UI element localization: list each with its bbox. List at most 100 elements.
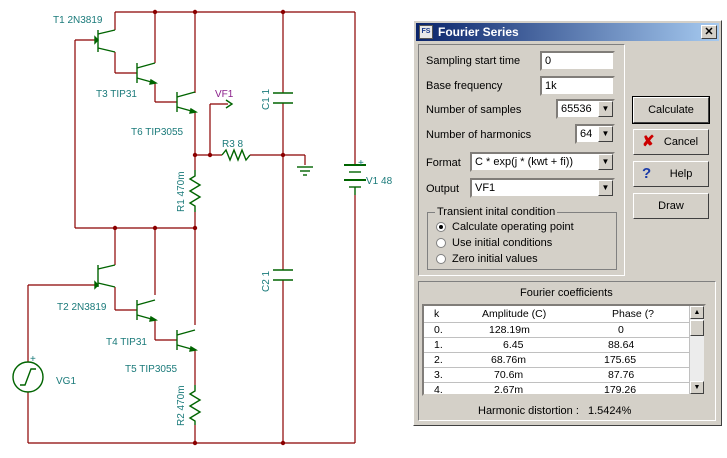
table-row[interactable]: 4. 2.67m 179.26 [424,382,690,398]
cell-phase: 175.65 [604,354,637,366]
label-number-of-samples: Number of samples [426,104,522,116]
cell-amplitude: 70.6m [494,369,524,381]
radio-checked-icon[interactable] [436,222,446,232]
format-select[interactable]: C * exp(j * (kwt + fi)) ▼ [470,152,615,172]
column-header-phase: Phase (? [612,308,655,320]
sampling-start-time-input[interactable]: 0 [540,51,615,71]
column-header-amplitude: Amplitude (C) [482,308,547,320]
cell-amplitude: 2.67m [494,384,524,396]
radio-zero-initial-values[interactable]: Zero initial values [436,253,606,267]
label-vf1: VF1 [215,89,234,100]
table-row[interactable]: 1. 6.45 88.64 [424,337,690,353]
label-t4: T4 TIP31 [106,337,147,348]
radio-label: Calculate operating point [452,221,574,233]
schematic-wires [27,11,356,444]
signal-generator-icon[interactable] [12,361,44,393]
label-t1: T1 2N3819 [53,15,103,26]
cell-k: 1. [434,339,443,351]
radio-unchecked-icon[interactable] [436,254,446,264]
calculate-label: Calculate [648,104,694,116]
label-t3: T3 TIP31 [96,89,137,100]
label-r2: R2 470m [176,385,187,426]
number-of-harmonics-value: 64 [580,128,593,140]
label-format: Format [426,157,461,169]
output-value: VF1 [475,182,496,194]
radio-use-initial-conditions[interactable]: Use initial conditions [436,237,606,251]
table-row[interactable]: 3. 70.6m 87.76 [424,367,690,383]
resistor-r2[interactable] [188,385,202,425]
help-question-icon: ? [642,165,652,182]
coefficients-title: Fourier coefficients [520,287,613,299]
number-of-harmonics-select[interactable]: 64 ▼ [575,124,615,144]
resistor-r3[interactable] [221,148,251,162]
coefficients-table[interactable]: k Amplitude (C) Phase (? 0. 128.19m 0 1.… [422,304,706,396]
chevron-down-icon[interactable]: ▼ [598,101,613,117]
label-v1-plus: + [358,158,364,169]
calculate-button[interactable]: Calculate [632,96,710,124]
radio-unchecked-icon[interactable] [436,238,446,248]
resistor-r1[interactable] [188,170,202,212]
label-vg1-plus: + [30,354,36,365]
scroll-up-icon[interactable]: ▲ [690,306,704,319]
label-t5: T5 TIP3055 [125,364,178,375]
label-number-of-harmonics: Number of harmonics [426,129,532,141]
cell-phase: 0 [618,324,624,336]
number-of-samples-value: 65536 [561,103,592,115]
scroll-down-icon[interactable]: ▼ [690,381,704,394]
transistor-t3[interactable] [136,62,158,85]
cell-amplitude: 128.19m [489,324,530,336]
cell-k: 2. [434,354,443,366]
chevron-down-icon[interactable]: ▼ [598,180,613,196]
cancel-button[interactable]: ✘ Cancel [633,129,709,155]
battery-v1[interactable] [344,164,366,195]
label-t6: T6 TIP3055 [131,127,184,138]
cell-phase: 179.26 [604,384,637,396]
transistor-t6[interactable] [176,91,198,114]
table-row[interactable]: 0. 128.19m 0 [424,322,690,338]
label-sampling-start-time: Sampling start time [426,55,521,67]
harmonic-distortion-value: 1.5424% [588,405,632,417]
chevron-down-icon[interactable]: ▼ [598,154,613,170]
base-frequency-input[interactable]: 1k [540,76,615,96]
table-scrollbar[interactable]: ▲ ▼ [689,306,704,394]
settings-panel [418,44,625,276]
transistor-t5[interactable] [176,329,198,352]
transistor-t2[interactable] [94,264,116,290]
cell-phase: 87.76 [608,369,635,381]
app-icon: FS [419,25,433,39]
schematic-labels: T1 2N3819 T3 TIP31 T6 TIP3055 VF1 R3 8 V… [30,15,393,426]
table-row[interactable]: 2. 68.76m 175.65 [424,352,690,368]
junction-dots [112,9,286,446]
chevron-down-icon[interactable]: ▼ [598,126,613,142]
close-button[interactable]: ✕ [701,25,717,39]
cell-k: 4. [434,384,443,396]
label-output: Output [426,183,460,195]
cell-phase: 88.64 [608,339,635,351]
label-base-frequency: Base frequency [426,80,503,92]
transistor-t4[interactable] [136,299,158,322]
label-r1: R1 470m [176,171,187,212]
cancel-label: Cancel [663,136,699,148]
radio-label: Use initial conditions [452,237,553,249]
cancel-x-icon: ✘ [642,133,655,150]
scroll-thumb[interactable] [690,320,704,336]
label-v1: V1 48 [366,176,393,187]
format-value: C * exp(j * (kwt + fi)) [475,156,574,168]
dialog-title: Fourier Series [438,25,519,39]
help-button[interactable]: ? Help [633,161,709,187]
transistor-t1[interactable] [94,29,116,53]
capacitor-c11[interactable] [273,92,293,104]
transient-group-title: Transient inital condition [435,206,558,218]
radio-calculate-operating-point[interactable]: Calculate operating point [436,221,606,235]
capacitor-c21[interactable] [273,269,293,281]
dialog-titlebar[interactable]: FS Fourier Series ✕ [416,23,719,41]
label-vg1: VG1 [56,376,76,387]
number-of-samples-select[interactable]: 65536 ▼ [556,99,615,119]
draw-button[interactable]: Draw [633,193,709,219]
voltage-probe-icon[interactable] [225,99,234,109]
output-select[interactable]: VF1 ▼ [470,178,615,198]
label-r3: R3 8 [222,139,244,150]
harmonic-distortion-label: Harmonic distortion : [478,405,579,417]
cell-amplitude: 68.76m [491,354,527,366]
